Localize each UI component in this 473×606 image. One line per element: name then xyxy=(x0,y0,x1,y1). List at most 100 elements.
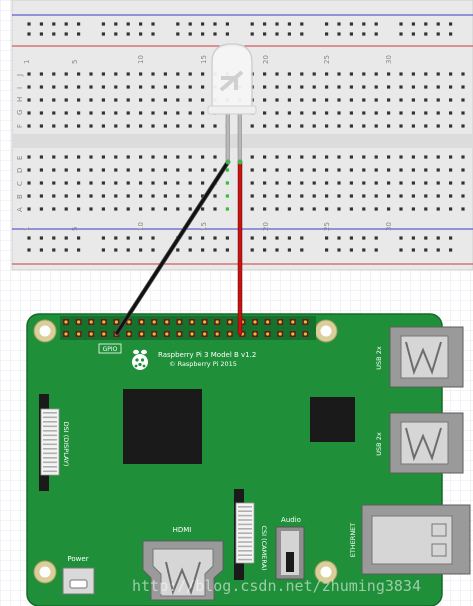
breadboard-hole xyxy=(337,194,341,198)
breadboard-hole xyxy=(349,207,353,211)
dsi-contact xyxy=(43,466,57,468)
breadboard-hole xyxy=(449,207,453,211)
breadboard-hole xyxy=(101,22,105,26)
breadboard-hole xyxy=(275,32,279,36)
breadboard-hole xyxy=(424,98,428,102)
dsi-contact xyxy=(43,434,57,437)
raspberry-leaf-left xyxy=(133,349,139,355)
breadboard-hole xyxy=(275,124,279,128)
breadboard-hole xyxy=(300,72,304,76)
dsi-label: DSI (DISPLAY) xyxy=(62,422,70,467)
breadboard-hole xyxy=(436,85,440,89)
breadboard-hole xyxy=(436,111,440,115)
column-number-label: 5 xyxy=(71,227,79,231)
breadboard-hole xyxy=(64,32,68,36)
breadboard-hole xyxy=(139,85,143,89)
breadboard-hole xyxy=(449,22,453,26)
breadboard-hole xyxy=(39,155,43,159)
breadboard-hole xyxy=(64,236,68,240)
center-channel xyxy=(12,134,473,148)
breadboard-hole xyxy=(461,168,465,172)
breadboard-hole xyxy=(362,32,366,36)
breadboard-hole xyxy=(101,207,105,211)
breadboard-hole xyxy=(114,111,118,115)
breadboard-hole xyxy=(225,22,229,26)
breadboard-hole xyxy=(424,236,428,240)
breadboard-hole xyxy=(411,72,415,76)
breadboard-hole xyxy=(287,155,291,159)
gpio-pin xyxy=(89,332,93,336)
breadboard-hole xyxy=(89,85,93,89)
breadboard-hole xyxy=(287,181,291,185)
dsi-connector: DSI (DISPLAY) xyxy=(39,394,70,491)
breadboard-hole xyxy=(139,111,143,115)
breadboard-hole xyxy=(349,85,353,89)
breadboard-hole xyxy=(151,181,155,185)
raspberry-logo xyxy=(132,349,148,370)
breadboard-hole xyxy=(250,248,254,252)
breadboard-hole xyxy=(64,111,68,115)
breadboard-hole xyxy=(151,124,155,128)
breadboard-hole xyxy=(411,181,415,185)
breadboard-hole xyxy=(399,168,403,172)
breadboard-hole xyxy=(176,98,180,102)
ethernet-led xyxy=(431,543,447,557)
breadboard-hole xyxy=(39,32,43,36)
breadboard-hole xyxy=(337,124,341,128)
gpio-pin xyxy=(64,320,68,324)
breadboard-hole xyxy=(387,207,391,211)
breadboard-hole xyxy=(101,111,105,115)
breadboard-hole xyxy=(89,168,93,172)
breadboard-hole xyxy=(225,194,229,198)
breadboard-hole xyxy=(64,98,68,102)
gpio-pin xyxy=(215,320,219,324)
breadboard-hole xyxy=(39,124,43,128)
breadboard-hole xyxy=(77,72,81,76)
breadboard-hole xyxy=(201,124,205,128)
breadboard-hole xyxy=(312,155,316,159)
led-rim xyxy=(207,105,257,115)
csi-contact xyxy=(238,519,252,521)
breadboard-hole xyxy=(201,155,205,159)
ethernet-port-face xyxy=(371,515,453,565)
breadboard-hole xyxy=(52,236,56,240)
breadboard-hole xyxy=(300,248,304,252)
breadboard-hole xyxy=(374,168,378,172)
breadboard-hole xyxy=(77,98,81,102)
breadboard-hole xyxy=(163,98,167,102)
breadboard-hole xyxy=(27,236,31,240)
breadboard-hole xyxy=(325,98,329,102)
row-letter-label: I xyxy=(16,87,24,89)
dsi-contacts xyxy=(43,412,57,473)
breadboard-hole xyxy=(374,111,378,115)
breadboard-hole xyxy=(225,207,229,211)
breadboard-hole xyxy=(201,194,205,198)
breadboard-hole xyxy=(176,155,180,159)
breadboard-hole xyxy=(374,98,378,102)
breadboard-hole xyxy=(201,168,205,172)
column-number-label: 25 xyxy=(323,222,331,231)
breadboard-hole xyxy=(52,72,56,76)
breadboard-hole xyxy=(263,168,267,172)
breadboard-hole xyxy=(176,111,180,115)
breadboard-hole xyxy=(89,155,93,159)
gpio-pin xyxy=(303,332,307,336)
breadboard-hole xyxy=(461,194,465,198)
power-label: Power xyxy=(67,555,88,563)
breadboard-hole xyxy=(263,155,267,159)
dsi-contact xyxy=(43,452,57,455)
breadboard-hole xyxy=(349,155,353,159)
breadboard-hole xyxy=(201,32,205,36)
breadboard-hole xyxy=(424,168,428,172)
breadboard-hole xyxy=(163,207,167,211)
mounting-hole-inner xyxy=(39,566,51,578)
breadboard-hole xyxy=(225,236,229,240)
breadboard-hole xyxy=(89,207,93,211)
breadboard-hole xyxy=(275,72,279,76)
breadboard-hole xyxy=(139,155,143,159)
breadboard-hole xyxy=(387,98,391,102)
breadboard-hole xyxy=(39,207,43,211)
breadboard-hole xyxy=(325,85,329,89)
breadboard-hole xyxy=(213,155,217,159)
audio-jack-port xyxy=(286,552,294,572)
